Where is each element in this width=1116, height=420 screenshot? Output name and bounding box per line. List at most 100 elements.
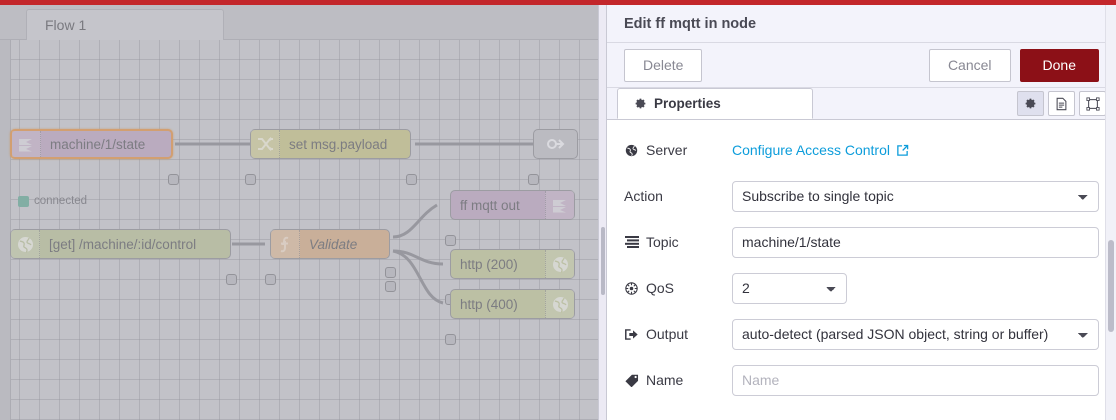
node-mqtt-out-input-port[interactable]: [445, 235, 456, 246]
globe-icon: [624, 144, 639, 157]
label-action: Action: [624, 188, 732, 204]
form-row-action: Action Subscribe to single topic: [624, 180, 1099, 212]
description-tool-button[interactable]: [1048, 91, 1075, 116]
top-accent-bar: [0, 0, 1116, 5]
flow-editor-pane: Flow 1 machine/1/state: [0, 5, 598, 420]
node-change-input-port[interactable]: [245, 174, 256, 185]
form-row-topic: Topic: [624, 226, 1099, 258]
node-debug-input-port[interactable]: [528, 174, 539, 185]
control-qos: 2: [732, 272, 1099, 304]
external-link-icon: [896, 144, 909, 157]
change-icon: [251, 130, 280, 158]
dialog-scrollbar-thumb[interactable]: [1108, 240, 1114, 332]
node-http-response-400[interactable]: http (400): [450, 289, 575, 319]
node-label: machine/1/state: [50, 136, 146, 152]
form-row-name: Name: [624, 364, 1099, 396]
flow-wires: [174, 142, 533, 305]
link-text: Configure Access Control: [732, 142, 890, 158]
node-http-response-200[interactable]: http (200): [450, 249, 575, 279]
node-function-output-port-2[interactable]: [385, 281, 396, 292]
dialog-title: Edit ff mqtt in node: [624, 15, 757, 32]
done-button[interactable]: Done: [1019, 48, 1099, 82]
label-text: Server: [646, 142, 688, 158]
node-function-output-port-1[interactable]: [385, 267, 396, 278]
mqtt-icon: [545, 191, 574, 219]
function-icon: [271, 230, 300, 258]
label-text: Name: [646, 372, 684, 388]
dialog-form: Server Configure Access Control: [607, 120, 1116, 396]
qos-select[interactable]: 2: [732, 272, 847, 304]
status-dot: [18, 195, 29, 207]
output-icon: [624, 328, 639, 341]
dialog-tool-buttons: [1017, 91, 1106, 116]
dialog-scrollbar-track[interactable]: [1105, 5, 1116, 420]
control-topic: [732, 226, 1099, 258]
tag-icon: [624, 374, 639, 387]
node-label: ff mqtt out: [460, 197, 520, 213]
globe-icon: [545, 290, 574, 318]
appearance-tool-button[interactable]: [1079, 91, 1106, 116]
name-input[interactable]: [732, 364, 1099, 396]
label-name: Name: [624, 372, 732, 388]
node-function[interactable]: Validate: [270, 229, 390, 259]
node-mqtt-in-status: connected: [18, 195, 87, 207]
properties-tool-button[interactable]: [1017, 91, 1044, 116]
flow-tab-label: Flow 1: [45, 17, 87, 33]
label-topic: Topic: [624, 234, 732, 250]
pane-resize-grip[interactable]: [601, 227, 605, 295]
label-text: Topic: [646, 234, 679, 250]
dialog-tab-bar: Properties: [607, 88, 1116, 120]
flow-tab-bar: Flow 1: [0, 5, 598, 41]
edit-node-dialog: Edit ff mqtt in node Delete Cancel Done …: [607, 5, 1116, 420]
output-select[interactable]: auto-detect (parsed JSON object, string …: [732, 318, 1099, 350]
node-http-400-input-port[interactable]: [445, 334, 456, 345]
label-server: Server: [624, 142, 732, 158]
control-name: [732, 364, 1099, 396]
control-output: auto-detect (parsed JSON object, string …: [732, 318, 1099, 350]
gear-icon: [634, 97, 647, 110]
pane-separator[interactable]: [598, 5, 607, 420]
form-row-server: Server Configure Access Control: [624, 135, 1099, 165]
tab-label: Properties: [654, 96, 721, 111]
flow-tab-flow-1[interactable]: Flow 1: [26, 9, 224, 41]
globe-icon: [11, 230, 40, 258]
label-text: QoS: [646, 280, 675, 296]
control-server: Configure Access Control: [732, 142, 1099, 158]
node-label: [get] /machine/:id/control: [49, 236, 197, 252]
delete-button[interactable]: Delete: [624, 48, 703, 82]
qos-icon: [624, 281, 639, 295]
status-text: connected: [34, 195, 88, 207]
node-label: http (200): [460, 256, 518, 272]
debug-icon: [534, 130, 577, 158]
label-text: Action: [624, 188, 663, 204]
node-mqtt-in-output-port[interactable]: [168, 174, 179, 185]
tab-properties[interactable]: Properties: [617, 88, 813, 119]
configure-access-control-link[interactable]: Configure Access Control: [732, 142, 909, 158]
action-select[interactable]: Subscribe to single topic: [732, 180, 1099, 212]
cancel-button[interactable]: Cancel: [928, 48, 1011, 82]
node-http-in-output-port[interactable]: [226, 274, 237, 285]
list-icon: [624, 236, 639, 248]
node-label: Validate: [309, 236, 358, 252]
node-change-output-port[interactable]: [406, 174, 417, 185]
node-mqtt-out[interactable]: ff mqtt out: [450, 190, 575, 220]
label-text: Output: [646, 326, 689, 342]
node-http-in[interactable]: [get] /machine/:id/control: [10, 229, 231, 259]
form-row-output: Output auto-detect (parsed JSON object, …: [624, 318, 1099, 350]
node-debug[interactable]: [533, 129, 578, 159]
node-change[interactable]: set msg.payload: [250, 129, 411, 159]
form-row-qos: QoS 2: [624, 272, 1099, 304]
globe-icon: [545, 250, 574, 278]
node-function-input-port[interactable]: [265, 274, 276, 285]
node-label: set msg.payload: [289, 136, 388, 152]
control-action: Subscribe to single topic: [732, 180, 1099, 212]
node-label: http (400): [460, 296, 518, 312]
dialog-action-bar: Delete Cancel Done: [607, 43, 1116, 88]
label-qos: QoS: [624, 280, 732, 296]
mqtt-icon: [12, 131, 41, 157]
node-mqtt-in[interactable]: machine/1/state: [10, 129, 173, 159]
topic-input[interactable]: [732, 226, 1099, 258]
flow-canvas[interactable]: [0, 40, 598, 420]
dialog-title-bar: Edit ff mqtt in node: [607, 5, 1116, 43]
